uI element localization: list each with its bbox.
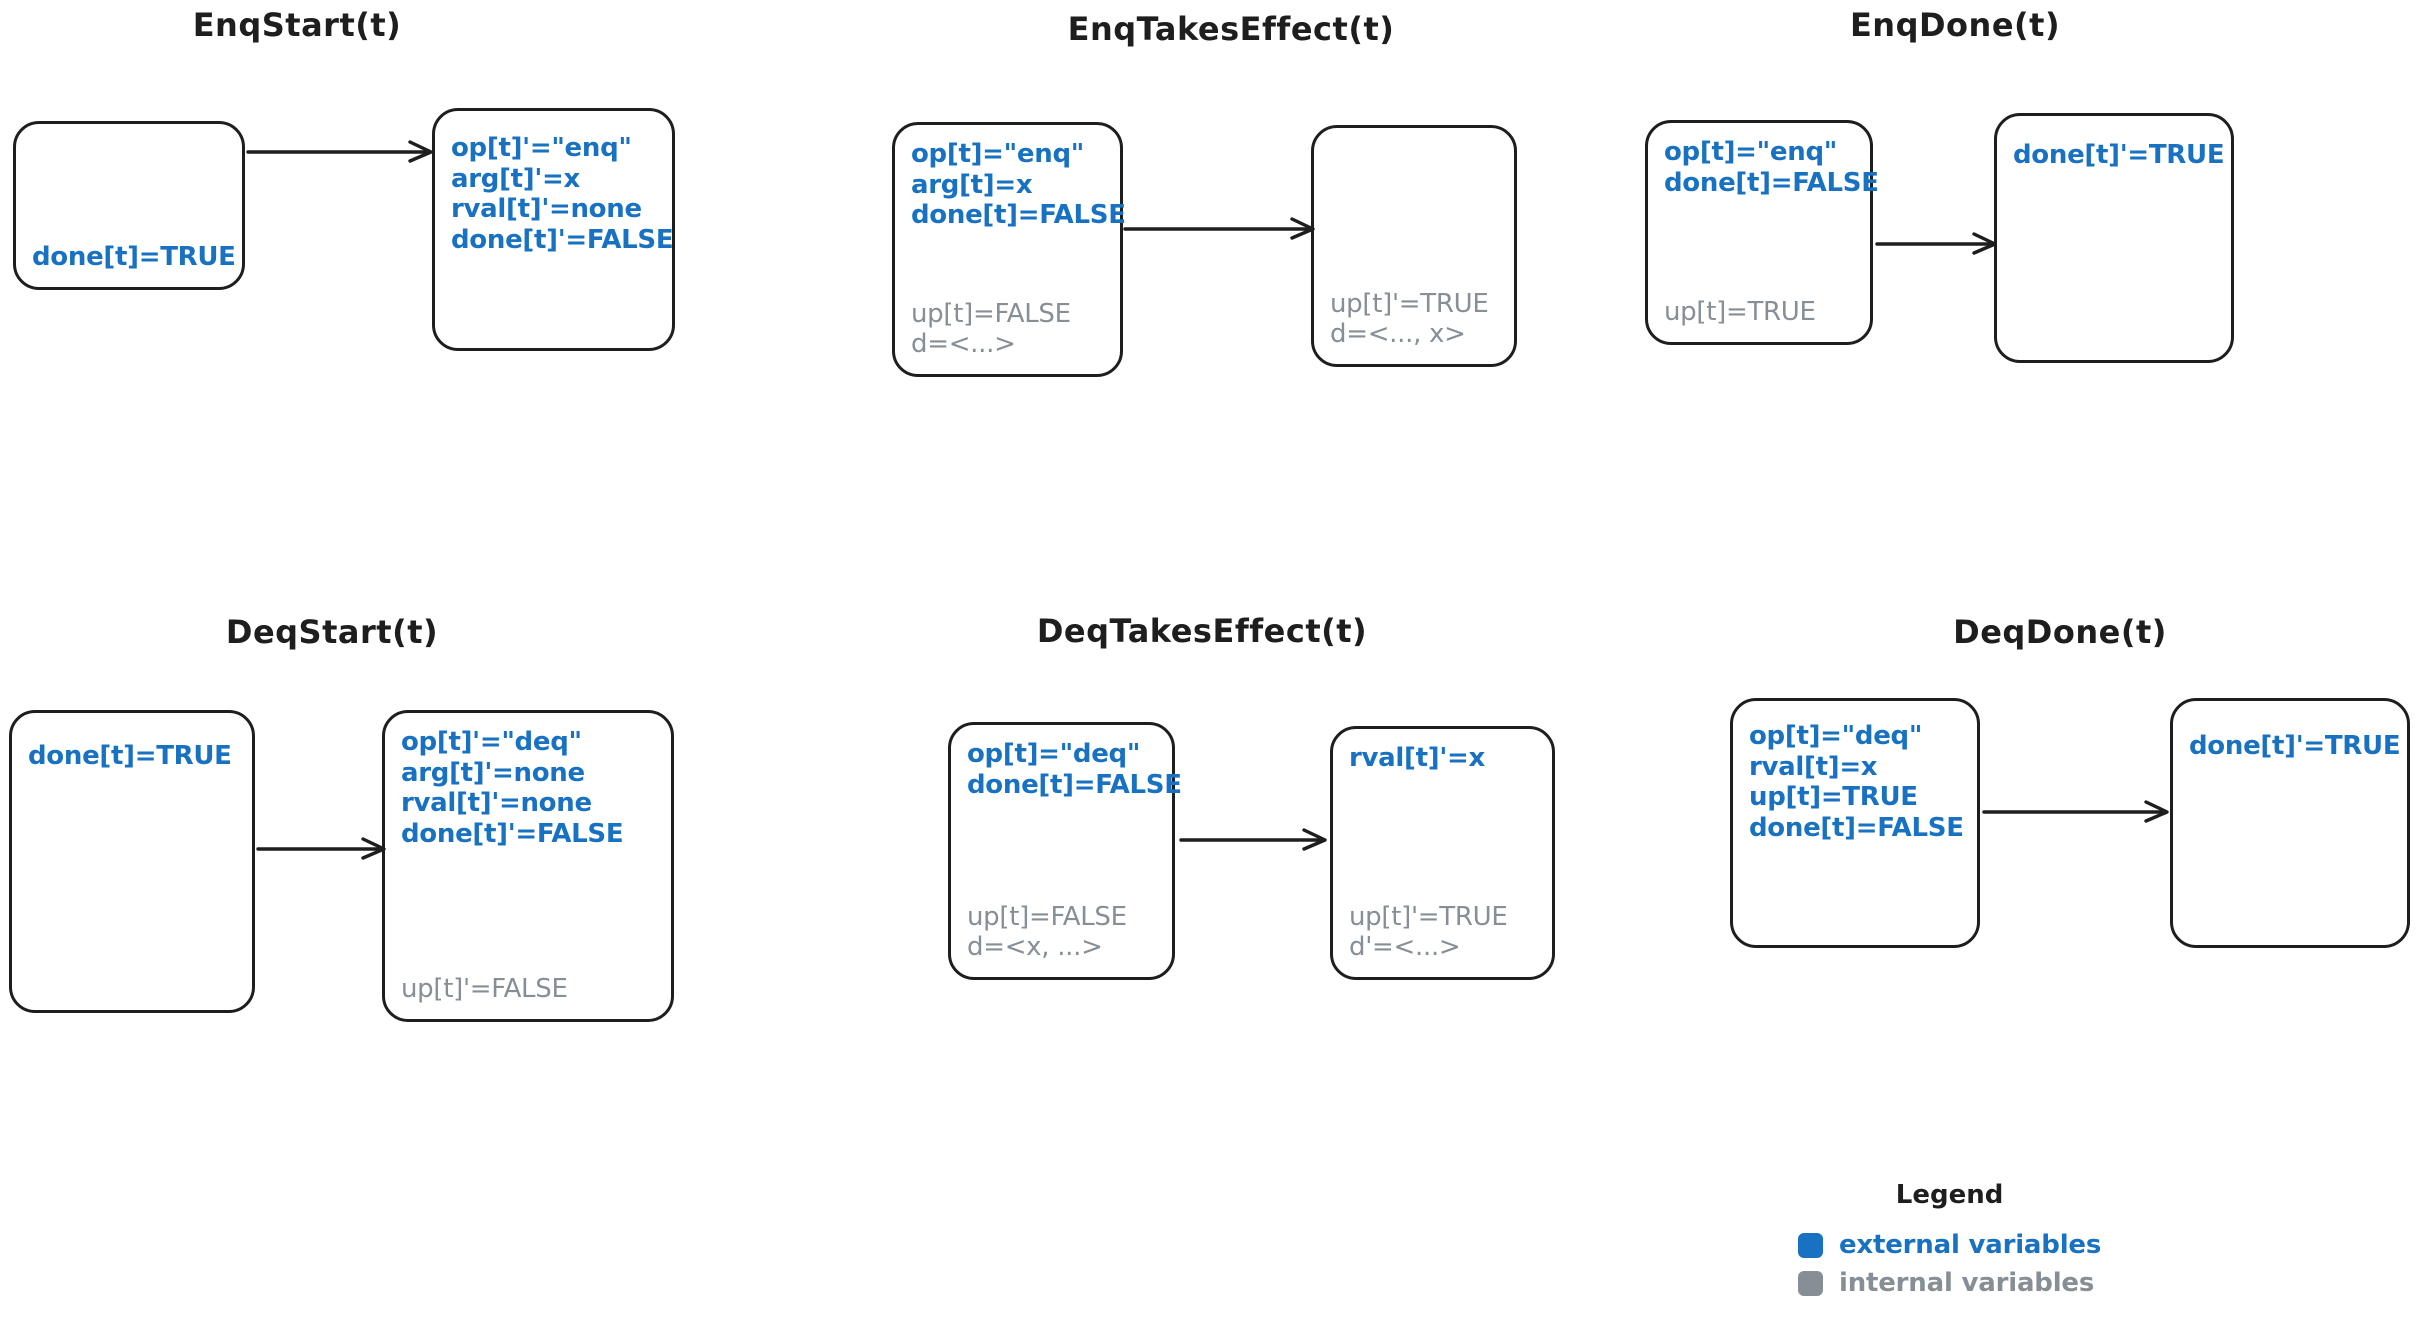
enq-takes-effect-pre-internal-var-0: up[t]=FALSE bbox=[911, 298, 1071, 329]
enq-start-pre-external-var-0: done[t]=TRUE bbox=[32, 242, 236, 273]
deq-done-panel-title: DeqDone(t) bbox=[1953, 613, 2167, 651]
enq-takes-effect-post-internal-var-0: up[t]'=TRUE bbox=[1330, 288, 1489, 319]
enq-done-pre-internal-var-0: up[t]=TRUE bbox=[1664, 297, 1816, 328]
enq-done-post-external-vars: done[t]'=TRUE bbox=[2013, 140, 2225, 171]
internal-color-swatch-icon bbox=[1798, 1270, 1823, 1296]
deq-done-pre-external-var-3: done[t]=FALSE bbox=[1749, 813, 1964, 844]
external-color-swatch-icon bbox=[1798, 1232, 1823, 1258]
enq-done-panel-title: EnqDone(t) bbox=[1849, 6, 2061, 44]
enq-takes-effect-pre-internal-var-1: d=<...> bbox=[911, 329, 1016, 360]
deq-takes-effect-panel-title: DeqTakesEffect(t) bbox=[1036, 612, 1368, 650]
deq-takes-effect-pre-internal-var-0: up[t]=FALSE bbox=[967, 901, 1127, 932]
legend-item-external: external variables bbox=[1798, 1230, 2101, 1260]
enq-start-post-external-var-0: op[t]'="enq" bbox=[451, 133, 632, 163]
deq-done-post-state-box[interactable]: done[t]'=TRUE bbox=[2170, 698, 2410, 948]
deq-takes-effect-post-external-var-0: rval[t]'=x bbox=[1349, 743, 1485, 773]
legend-label-internal: internal variables bbox=[1839, 1268, 2095, 1298]
deq-start-pre-state-box[interactable]: done[t]=TRUE bbox=[9, 710, 255, 1013]
enq-done-post-state-box[interactable]: done[t]'=TRUE bbox=[1994, 113, 2234, 363]
deq-done-post-external-vars: done[t]'=TRUE bbox=[2189, 731, 2401, 762]
deq-start-pre-external-var-0: done[t]=TRUE bbox=[28, 741, 232, 771]
deq-start-post-internal-var-0: up[t]'=FALSE bbox=[401, 974, 568, 1005]
enq-done-transition-arrow bbox=[1875, 232, 1997, 256]
enq-start-pre-state-box[interactable]: done[t]=TRUE bbox=[13, 121, 245, 290]
deq-done-pre-external-var-0: op[t]="deq" bbox=[1749, 721, 1923, 751]
enq-start-transition-arrow bbox=[246, 140, 433, 164]
deq-takes-effect-transition-arrow bbox=[1179, 828, 1327, 852]
enq-takes-effect-pre-external-var-2: done[t]=FALSE bbox=[911, 200, 1126, 231]
deq-start-post-internal-vars: up[t]'=FALSE bbox=[401, 974, 655, 1005]
deq-start-panel-title: DeqStart(t) bbox=[225, 613, 439, 651]
enq-takes-effect-post-internal-var-1: d=<..., x> bbox=[1330, 319, 1466, 350]
enq-done-pre-internal-vars: up[t]=TRUE bbox=[1664, 297, 1854, 328]
enq-done-post-external-var-0: done[t]'=TRUE bbox=[2013, 140, 2225, 170]
deq-start-post-external-var-0: op[t]'="deq" bbox=[401, 727, 582, 757]
deq-takes-effect-post-external-vars: rval[t]'=x bbox=[1349, 743, 1536, 774]
deq-start-pre-external-vars: done[t]=TRUE bbox=[28, 741, 236, 772]
deq-start-transition-arrow bbox=[256, 837, 386, 861]
enq-takes-effect-pre-external-var-1: arg[t]=x bbox=[911, 169, 1033, 200]
deq-takes-effect-post-internal-var-0: up[t]'=TRUE bbox=[1349, 901, 1508, 932]
enq-start-post-external-var-2: rval[t]'=none bbox=[451, 194, 642, 225]
enq-start-post-external-var-1: arg[t]'=x bbox=[451, 163, 580, 194]
enq-takes-effect-pre-external-var-0: op[t]="enq" bbox=[911, 139, 1084, 169]
enq-start-post-external-var-3: done[t]'=FALSE bbox=[451, 225, 674, 256]
legend-label-external: external variables bbox=[1839, 1230, 2102, 1260]
legend-title: Legend bbox=[1895, 1180, 2004, 1210]
enq-takes-effect-panel-title: EnqTakesEffect(t) bbox=[1067, 10, 1395, 48]
deq-takes-effect-post-internal-var-1: d'=<...> bbox=[1349, 932, 1461, 963]
legend-item-internal: internal variables bbox=[1798, 1268, 2101, 1298]
legend: Legend external variables internal variabl… bbox=[1798, 1180, 2101, 1306]
enq-done-pre-external-vars: op[t]="enq"done[t]=FALSE bbox=[1664, 137, 1879, 198]
deq-takes-effect-pre-internal-var-1: d=<x, ...> bbox=[967, 932, 1103, 963]
enq-takes-effect-transition-arrow bbox=[1123, 217, 1315, 241]
enq-start-panel-title: EnqStart(t) bbox=[192, 6, 402, 44]
deq-done-pre-external-var-1: rval[t]=x bbox=[1749, 751, 1878, 782]
deq-done-pre-external-var-2: up[t]=TRUE bbox=[1749, 782, 1918, 813]
deq-start-post-external-var-2: rval[t]'=none bbox=[401, 788, 592, 819]
enq-done-pre-external-var-0: op[t]="enq" bbox=[1664, 137, 1837, 167]
deq-start-post-external-var-3: done[t]'=FALSE bbox=[401, 819, 624, 850]
deq-takes-effect-pre-external-var-1: done[t]=FALSE bbox=[967, 769, 1182, 800]
enq-start-pre-external-vars: done[t]=TRUE bbox=[32, 242, 236, 273]
enq-done-pre-external-var-1: done[t]=FALSE bbox=[1664, 167, 1879, 198]
deq-start-post-external-var-1: arg[t]'=none bbox=[401, 757, 585, 788]
deq-takes-effect-pre-external-vars: op[t]="deq"done[t]=FALSE bbox=[967, 739, 1182, 800]
deq-takes-effect-pre-external-var-0: op[t]="deq" bbox=[967, 739, 1141, 769]
deq-done-transition-arrow bbox=[1982, 800, 2169, 824]
deq-done-post-external-var-0: done[t]'=TRUE bbox=[2189, 731, 2401, 761]
enq-done-pre-state-box[interactable]: op[t]="enq"done[t]=FALSE up[t]=TRUE bbox=[1645, 120, 1879, 345]
